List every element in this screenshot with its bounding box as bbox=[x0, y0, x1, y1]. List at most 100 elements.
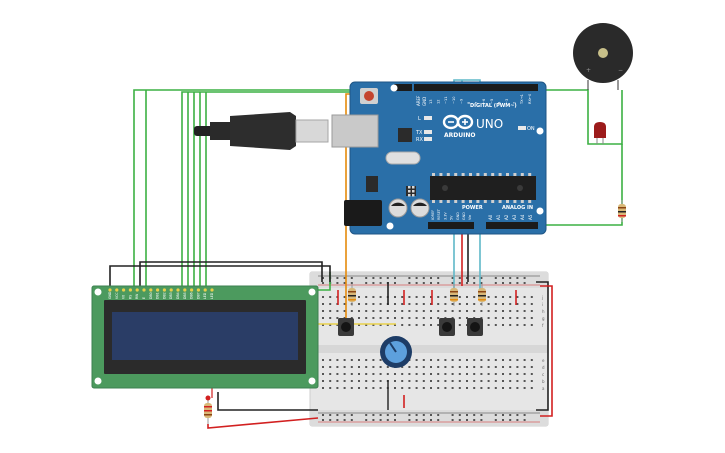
wire-green[interactable] bbox=[133, 89, 352, 290]
breadboard-hole[interactable] bbox=[408, 303, 411, 305]
breadboard-hole[interactable] bbox=[437, 310, 440, 312]
lcd-pin[interactable] bbox=[210, 288, 214, 292]
breadboard-hole[interactable] bbox=[336, 373, 339, 375]
lcd-pin[interactable] bbox=[149, 288, 153, 292]
breadboard-hole[interactable] bbox=[422, 366, 425, 368]
breadboard-hole[interactable] bbox=[343, 387, 346, 389]
breadboard-hole[interactable] bbox=[509, 282, 512, 284]
breadboard-hole[interactable] bbox=[473, 373, 476, 375]
breadboard-hole[interactable] bbox=[365, 366, 368, 368]
breadboard-hole[interactable] bbox=[336, 414, 339, 416]
breadboard-hole[interactable] bbox=[365, 296, 368, 298]
breadboard-hole[interactable] bbox=[422, 310, 425, 312]
breadboard-hole[interactable] bbox=[329, 310, 332, 312]
breadboard-hole[interactable] bbox=[458, 277, 461, 279]
breadboard-hole[interactable] bbox=[401, 387, 404, 389]
lcd-pin[interactable] bbox=[162, 288, 166, 292]
breadboard-hole[interactable] bbox=[466, 317, 468, 319]
breadboard-hole[interactable] bbox=[343, 419, 346, 421]
lcd-pin[interactable] bbox=[176, 288, 180, 292]
breadboard-hole[interactable] bbox=[379, 317, 382, 319]
breadboard-hole[interactable] bbox=[502, 310, 504, 312]
breadboard-hole[interactable] bbox=[437, 414, 440, 416]
wire-black[interactable] bbox=[536, 281, 549, 411]
breadboard-hole[interactable] bbox=[408, 419, 411, 421]
breadboard-hole[interactable] bbox=[386, 310, 389, 312]
breadboard-hole[interactable] bbox=[480, 317, 483, 319]
breadboard-hole[interactable] bbox=[437, 380, 440, 382]
breadboard-hole[interactable] bbox=[372, 317, 375, 319]
breadboard-hole[interactable] bbox=[408, 380, 411, 382]
potentiometer[interactable] bbox=[380, 336, 412, 368]
breadboard-hole[interactable] bbox=[408, 373, 411, 375]
breadboard-hole[interactable] bbox=[422, 387, 425, 389]
lcd-pin[interactable] bbox=[108, 288, 112, 292]
breadboard-hole[interactable] bbox=[394, 277, 396, 279]
breadboard-hole[interactable] bbox=[480, 359, 483, 361]
usb-cable[interactable] bbox=[194, 112, 329, 150]
breadboard-hole[interactable] bbox=[437, 366, 440, 368]
breadboard-hole[interactable] bbox=[437, 419, 440, 421]
breadboard-hole[interactable] bbox=[480, 387, 483, 389]
breadboard-hole[interactable] bbox=[494, 387, 497, 389]
breadboard-hole[interactable] bbox=[358, 380, 360, 382]
breadboard-hole[interactable] bbox=[408, 277, 411, 279]
breadboard-hole[interactable] bbox=[502, 324, 504, 326]
breadboard-hole[interactable] bbox=[530, 310, 533, 312]
breadboard-hole[interactable] bbox=[458, 419, 461, 421]
breadboard-hole[interactable] bbox=[494, 373, 497, 375]
breadboard-hole[interactable] bbox=[516, 419, 519, 421]
breadboard-hole[interactable] bbox=[473, 387, 476, 389]
breadboard-hole[interactable] bbox=[530, 373, 533, 375]
breadboard-hole[interactable] bbox=[458, 414, 461, 416]
breadboard-hole[interactable] bbox=[329, 324, 332, 326]
breadboard-hole[interactable] bbox=[322, 414, 324, 416]
breadboard-hole[interactable] bbox=[523, 317, 526, 319]
breadboard-hole[interactable] bbox=[365, 380, 368, 382]
breadboard-hole[interactable] bbox=[379, 303, 382, 305]
breadboard-hole[interactable] bbox=[451, 414, 454, 416]
breadboard-hole[interactable] bbox=[466, 366, 468, 368]
breadboard-hole[interactable] bbox=[372, 387, 375, 389]
breadboard-hole[interactable] bbox=[487, 387, 490, 389]
breadboard-hole[interactable] bbox=[466, 414, 468, 416]
breadboard-hole[interactable] bbox=[350, 419, 353, 421]
breadboard-hole[interactable] bbox=[430, 366, 432, 368]
breadboard-hole[interactable] bbox=[480, 282, 483, 284]
breadboard-hole[interactable] bbox=[365, 373, 368, 375]
breadboard-hole[interactable] bbox=[365, 310, 368, 312]
breadboard-hole[interactable] bbox=[408, 310, 411, 312]
breadboard-hole[interactable] bbox=[494, 359, 497, 361]
breadboard-hole[interactable] bbox=[379, 277, 382, 279]
breadboard-hole[interactable] bbox=[322, 324, 324, 326]
breadboard-hole[interactable] bbox=[480, 366, 483, 368]
breadboard-hole[interactable] bbox=[379, 282, 382, 284]
resistor[interactable] bbox=[450, 284, 458, 306]
breadboard-hole[interactable] bbox=[516, 359, 519, 361]
breadboard-hole[interactable] bbox=[386, 419, 389, 421]
breadboard-hole[interactable] bbox=[379, 366, 382, 368]
breadboard-hole[interactable] bbox=[494, 296, 497, 298]
breadboard-hole[interactable] bbox=[336, 310, 339, 312]
breadboard-hole[interactable] bbox=[466, 310, 468, 312]
breadboard-hole[interactable] bbox=[365, 324, 368, 326]
breadboard-hole[interactable] bbox=[422, 419, 425, 421]
breadboard-hole[interactable] bbox=[487, 373, 490, 375]
breadboard-hole[interactable] bbox=[372, 419, 375, 421]
breadboard-hole[interactable] bbox=[379, 419, 382, 421]
breadboard-hole[interactable] bbox=[502, 387, 504, 389]
breadboard-hole[interactable] bbox=[516, 414, 519, 416]
lcd-pin[interactable] bbox=[142, 288, 146, 292]
breadboard-hole[interactable] bbox=[523, 277, 526, 279]
breadboard-hole[interactable] bbox=[466, 380, 468, 382]
breadboard-hole[interactable] bbox=[343, 380, 346, 382]
wire-red[interactable] bbox=[207, 417, 319, 429]
breadboard-hole[interactable] bbox=[322, 366, 324, 368]
breadboard-hole[interactable] bbox=[401, 366, 404, 368]
breadboard-hole[interactable] bbox=[473, 296, 476, 298]
breadboard-hole[interactable] bbox=[358, 359, 360, 361]
wire-black[interactable] bbox=[139, 261, 323, 290]
breadboard-hole[interactable] bbox=[379, 414, 382, 416]
breadboard-hole[interactable] bbox=[487, 296, 490, 298]
breadboard-hole[interactable] bbox=[523, 296, 526, 298]
